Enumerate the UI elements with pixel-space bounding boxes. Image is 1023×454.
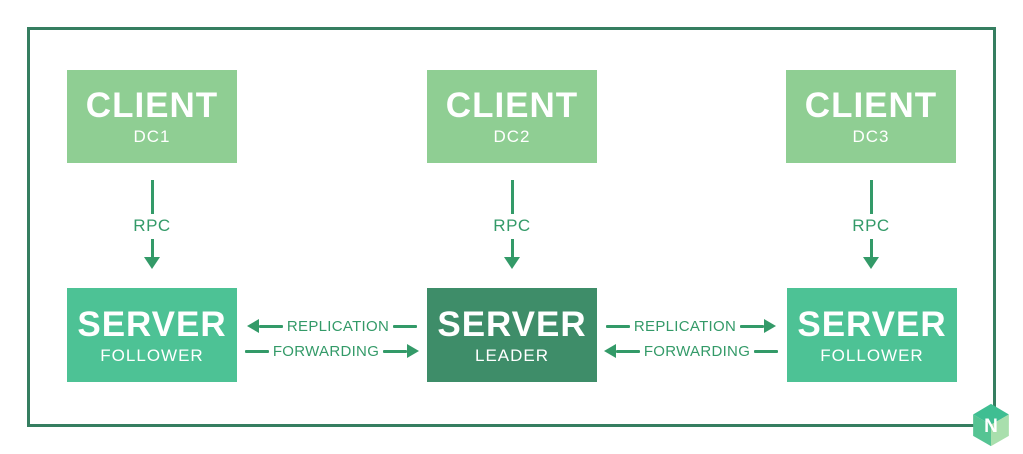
rpc-line-segment xyxy=(869,180,873,214)
frame-border-right xyxy=(993,27,996,407)
server-subtitle: FOLLOWER xyxy=(100,345,204,365)
frame-border-bottom xyxy=(27,424,976,427)
client-subtitle: DC1 xyxy=(133,127,171,146)
arrow-left-icon xyxy=(603,344,616,358)
client-title: CLIENT xyxy=(804,86,938,125)
rpc-line-segment xyxy=(150,180,154,214)
forwarding-label: FORWARDING xyxy=(643,342,751,360)
arrow-right-icon xyxy=(407,344,420,358)
connector-line xyxy=(244,349,269,353)
server-subtitle: FOLLOWER xyxy=(820,345,924,365)
client-node-dc2: CLIENT DC2 xyxy=(427,70,597,163)
client-subtitle: DC2 xyxy=(493,127,531,146)
connector-line xyxy=(383,349,408,353)
nomad-cube-icon: N xyxy=(973,403,1009,447)
arrow-down-icon xyxy=(863,256,879,269)
connector-line xyxy=(605,324,630,328)
server-title: SERVER xyxy=(437,304,587,344)
rpc-line-segment xyxy=(510,238,514,257)
connector-line xyxy=(754,349,779,353)
server-node-follower-left: SERVER FOLLOWER xyxy=(67,288,237,382)
connector-line xyxy=(740,324,765,328)
rpc-line-segment xyxy=(869,238,873,257)
rpc-connector-dc1: RPC xyxy=(124,180,180,280)
replication-label: REPLICATION xyxy=(633,317,737,335)
replication-connector-right: REPLICATION xyxy=(603,315,779,337)
client-title: CLIENT xyxy=(85,86,219,125)
arrow-left-icon xyxy=(246,319,259,333)
server-node-follower-right: SERVER FOLLOWER xyxy=(787,288,957,382)
server-node-leader: SERVER LEADER xyxy=(427,288,597,382)
frame-border-top xyxy=(27,27,996,30)
server-title: SERVER xyxy=(77,304,227,344)
rpc-connector-dc2: RPC xyxy=(484,180,540,280)
rpc-line-segment xyxy=(510,180,514,214)
arrow-down-icon xyxy=(144,256,160,269)
forwarding-connector-right: FORWARDING xyxy=(603,340,779,362)
arrow-right-icon xyxy=(764,319,777,333)
replication-label: REPLICATION xyxy=(286,317,390,335)
client-node-dc3: CLIENT DC3 xyxy=(786,70,956,163)
client-subtitle: DC3 xyxy=(852,127,890,146)
client-title: CLIENT xyxy=(445,86,579,125)
logo-letter: N xyxy=(984,416,998,437)
server-subtitle: LEADER xyxy=(474,345,550,365)
frame-border-left xyxy=(27,27,30,427)
arrow-down-icon xyxy=(504,256,520,269)
rpc-connector-dc3: RPC xyxy=(843,180,899,280)
connector-line xyxy=(615,349,640,353)
connector-line xyxy=(393,324,418,328)
connector-line xyxy=(258,324,283,328)
server-title: SERVER xyxy=(797,304,947,344)
forwarding-connector-left: FORWARDING xyxy=(244,340,420,362)
client-node-dc1: CLIENT DC1 xyxy=(67,70,237,163)
rpc-label: RPC xyxy=(133,216,171,235)
rpc-line-segment xyxy=(150,238,154,257)
forwarding-label: FORWARDING xyxy=(272,342,380,360)
replication-connector-left: REPLICATION xyxy=(244,315,420,337)
rpc-label: RPC xyxy=(493,216,531,235)
rpc-label: RPC xyxy=(852,216,890,235)
